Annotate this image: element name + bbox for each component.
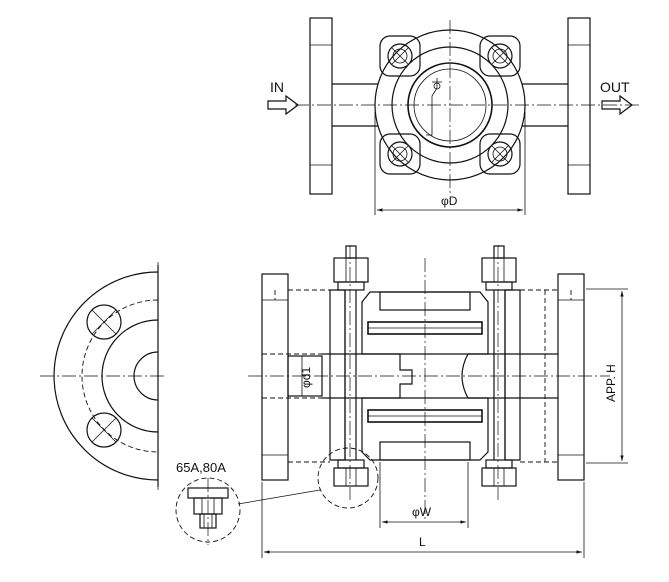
front-left-flange	[261, 273, 289, 481]
inlet-flow-arrow: IN	[267, 79, 299, 116]
overall-length-label: L	[419, 535, 426, 549]
window-diameter-label: φW	[412, 505, 432, 519]
detail-callout-circle	[317, 447, 379, 509]
end-view	[40, 262, 165, 490]
front-right-flange	[557, 273, 585, 481]
outlet-flow-arrow: OUT	[600, 79, 633, 116]
inlet-label: IN	[270, 79, 284, 95]
top-left-flange	[309, 17, 333, 195]
end-view-bolt-hole	[86, 412, 122, 448]
outlet-label: OUT	[600, 79, 630, 95]
bottom-bolt-nuts	[333, 459, 517, 487]
top-view: IN OUT φD	[267, 17, 640, 215]
top-right-flange	[567, 17, 591, 195]
top-bolt-heads	[387, 43, 513, 167]
top-body-outline	[374, 29, 526, 181]
top-bolt-nuts	[333, 245, 517, 460]
nut-detail: 65A,80A	[175, 460, 241, 545]
port-diameter-label: φd1	[299, 367, 313, 388]
body-diameter-label: φD	[441, 194, 458, 208]
top-sight-window	[407, 62, 493, 148]
detail-circle	[175, 477, 241, 543]
end-view-bolt-hole	[86, 304, 122, 340]
approx-height-label: APP. H	[604, 364, 618, 402]
detail-sizes-label: 65A,80A	[176, 460, 226, 475]
front-section-view: φd1 APP. H φW L	[237, 245, 628, 558]
